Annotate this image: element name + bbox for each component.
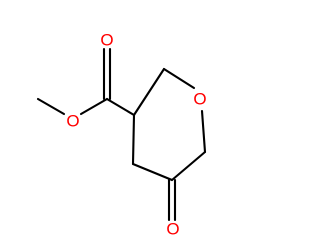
structure-canvas: O O O O — [36, 30, 207, 239]
ring-oxygen-label: O — [193, 90, 206, 109]
ester-oxygen-label: O — [66, 112, 79, 131]
bond-ring-o-c6 — [200, 109, 207, 154]
bond-c4-c3 — [131, 113, 136, 166]
bond-c5-c4 — [131, 162, 174, 182]
bond-c3-c2 — [132, 67, 166, 117]
bond-ester-o-carbonyl-c — [79, 97, 109, 116]
chemical-structure: O O O O — [36, 31, 207, 239]
bond-c2-ring-o — [162, 67, 196, 90]
bond-methyl-ester-o — [36, 97, 66, 116]
bond-c6-c5 — [170, 150, 207, 182]
carbonyl-oxygen-label: O — [100, 31, 113, 50]
ketone-oxygen-label: O — [166, 220, 179, 239]
bond-carbonyl-c-ring-c3 — [105, 97, 136, 117]
